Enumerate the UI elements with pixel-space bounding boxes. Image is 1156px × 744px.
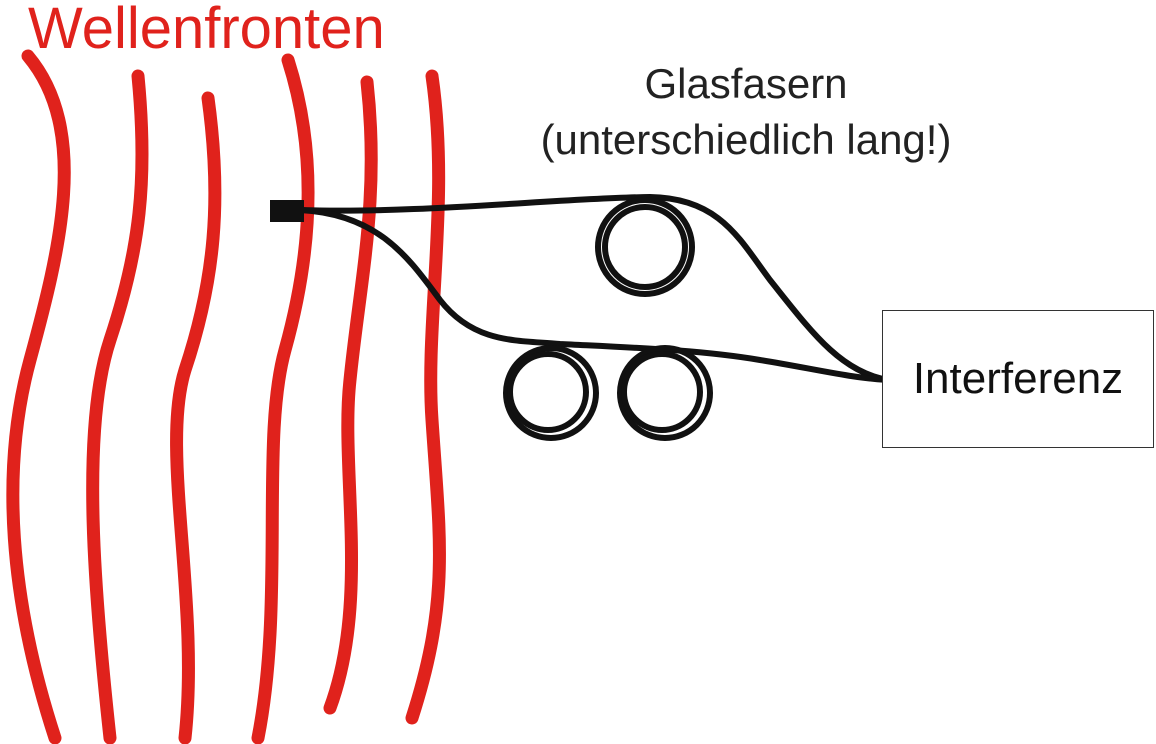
interferenz-box: Interferenz [882,310,1154,448]
title-wellenfronten: Wellenfronten [28,0,385,61]
wavefronts [6,49,446,744]
wavefront-3 [170,91,222,744]
fiber-label: Glasfasern (unterschiedlich lang!) [496,56,996,168]
interferenz-label: Interferenz [912,354,1124,403]
fiber-coil-lower-left [503,345,599,441]
fibers [297,193,891,441]
wavefront-4 [251,53,315,744]
fiber-coil-lower-right [617,345,713,441]
fiber-label-line1: Glasfasern [644,60,848,107]
fiber-coil-upper [595,197,695,297]
fiber-label-line2: (unterschiedlich lang!) [540,116,952,163]
fiber-lower [297,207,891,383]
wavefront-2 [86,69,149,744]
fiber-connector [270,200,304,222]
wavefront-1 [6,49,71,744]
wavefront-5 [323,75,378,715]
fiber-upper [297,193,891,383]
wavefront-6 [405,69,446,725]
